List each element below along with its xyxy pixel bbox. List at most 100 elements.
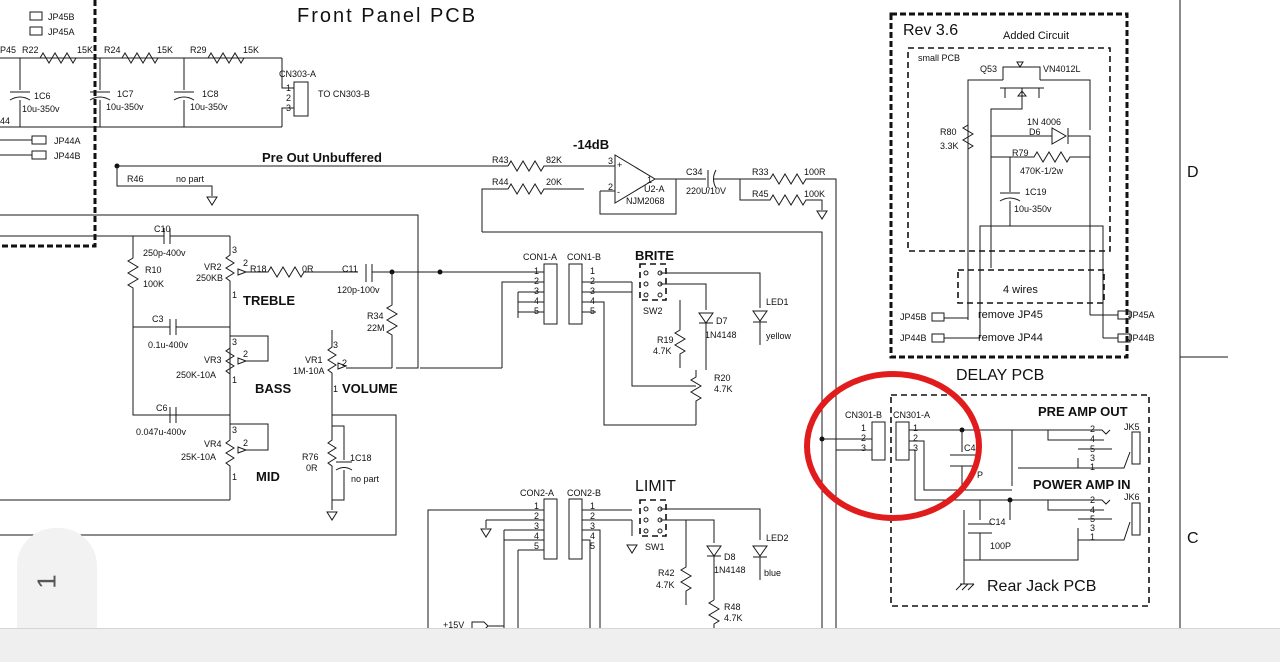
p45-label: P45 bbox=[0, 45, 16, 55]
svg-text:3: 3 bbox=[1090, 523, 1095, 533]
r20-label: R20 bbox=[714, 373, 731, 383]
c11-value: 120p-100v bbox=[337, 285, 380, 295]
u2a-value: NJM2068 bbox=[626, 196, 665, 206]
d8-label: D8 bbox=[724, 552, 736, 562]
svg-text:3: 3 bbox=[534, 286, 539, 296]
r33-label: R33 bbox=[752, 167, 769, 177]
svg-text:+: + bbox=[617, 160, 622, 170]
vr2-label: VR2 bbox=[204, 262, 222, 272]
svg-text:2: 2 bbox=[243, 349, 248, 359]
svg-text:4: 4 bbox=[534, 296, 539, 306]
svg-text:2: 2 bbox=[590, 276, 595, 286]
c4-label: C4 bbox=[964, 443, 976, 453]
r29-value: 15K bbox=[243, 45, 259, 55]
c10-label: C10 bbox=[154, 224, 171, 234]
svg-text:2: 2 bbox=[608, 182, 613, 192]
r46-value: no part bbox=[176, 174, 205, 184]
jp45b-label: JP45B bbox=[48, 12, 75, 22]
r76-value: 0R bbox=[306, 463, 318, 473]
c14-label: C14 bbox=[989, 517, 1006, 527]
r44-label: R44 bbox=[492, 177, 509, 187]
svg-text:5: 5 bbox=[534, 306, 539, 316]
svg-text:1: 1 bbox=[1090, 462, 1095, 472]
r19-value: 4.7K bbox=[653, 346, 672, 356]
con2b-label: CON2-B bbox=[567, 488, 601, 498]
d8-value: 1N4148 bbox=[714, 565, 746, 575]
c34-value: 220U/10V bbox=[686, 186, 726, 196]
r79-value: 470K-1/2w bbox=[1020, 166, 1064, 176]
r24-label: R24 bbox=[104, 45, 121, 55]
r22-value: 15K bbox=[77, 45, 93, 55]
svg-text:1: 1 bbox=[1090, 532, 1095, 542]
r19-label: R19 bbox=[657, 335, 674, 345]
jp44a-label: JP44A bbox=[54, 136, 81, 146]
pre-out-label: Pre Out Unbuffered bbox=[262, 150, 382, 165]
r46-label: R46 bbox=[127, 174, 144, 184]
svg-text:1: 1 bbox=[590, 266, 595, 276]
brite-label: BRITE bbox=[635, 248, 674, 263]
svg-text:3: 3 bbox=[590, 286, 595, 296]
tone-stack: C10 250p-400v R10 100K 3 1 VR2 250KB 2 R… bbox=[0, 214, 486, 536]
led1-value: yellow bbox=[766, 331, 792, 341]
svg-text:1: 1 bbox=[232, 472, 237, 482]
svg-text:2: 2 bbox=[342, 358, 347, 368]
con1a-label: CON1-A bbox=[523, 252, 557, 262]
r29-label: R29 bbox=[190, 45, 207, 55]
p15v-label: +15V bbox=[443, 620, 464, 630]
rev-label: Rev 3.6 bbox=[903, 22, 958, 39]
brite-section: CON1-A CON1-B 12 34 5 12 34 5 BRITE SW2 … bbox=[420, 248, 792, 426]
page-tab[interactable] bbox=[17, 528, 97, 628]
svg-text:3: 3 bbox=[913, 443, 918, 453]
small-pcb-label: small PCB bbox=[918, 53, 960, 63]
svg-text:2: 2 bbox=[286, 93, 291, 103]
svg-text:4: 4 bbox=[590, 296, 595, 306]
zone-d-label: D bbox=[1187, 164, 1199, 181]
r43-label: R43 bbox=[492, 155, 509, 165]
svg-text:3: 3 bbox=[534, 521, 539, 531]
volume-label: VOLUME bbox=[342, 381, 398, 396]
led2-label: LED2 bbox=[766, 533, 789, 543]
svg-text:4: 4 bbox=[590, 531, 595, 541]
rev36-block: Rev 3.6 Added Circuit small PCB Q53 VN40… bbox=[889, 12, 1155, 359]
jk5-label: JK5 bbox=[1124, 422, 1140, 432]
mid-label: MID bbox=[256, 469, 280, 484]
svg-text:1: 1 bbox=[232, 375, 237, 385]
r20-value: 4.7K bbox=[714, 384, 733, 394]
remove-jp44-label: remove JP44 bbox=[978, 332, 1043, 344]
svg-text:3: 3 bbox=[232, 337, 237, 347]
limit-label: LIMIT bbox=[635, 478, 676, 495]
r79-label: R79 bbox=[1012, 148, 1029, 158]
svg-text:3: 3 bbox=[232, 425, 237, 435]
q53-label: Q53 bbox=[980, 64, 997, 74]
r48-label: R48 bbox=[724, 602, 741, 612]
svg-text:1: 1 bbox=[333, 384, 338, 394]
r42-label: R42 bbox=[658, 568, 675, 578]
svg-text:2: 2 bbox=[534, 511, 539, 521]
sw1-label: SW1 bbox=[645, 542, 665, 552]
svg-text:1: 1 bbox=[232, 290, 237, 300]
jp45a-rev-label: JP45A bbox=[1128, 310, 1155, 320]
page-number: 1 bbox=[31, 574, 62, 589]
r22-label: R22 bbox=[22, 45, 39, 55]
r42-value: 4.7K bbox=[656, 580, 675, 590]
c6b-label: C6 bbox=[156, 403, 168, 413]
r44-value: 20K bbox=[546, 177, 562, 187]
r45-value: 100K bbox=[804, 189, 825, 199]
c3-label: C3 bbox=[152, 314, 164, 324]
cn303a-label: CN303-A bbox=[279, 69, 316, 79]
p44-label: 44 bbox=[0, 116, 10, 126]
svg-text:4: 4 bbox=[534, 531, 539, 541]
pre-amp-out-label: PRE AMP OUT bbox=[1038, 404, 1128, 419]
c14-value: 100P bbox=[990, 541, 1011, 551]
r34-value: 22M bbox=[367, 323, 385, 333]
r18-value: 0R bbox=[302, 264, 314, 274]
c4-value: P bbox=[977, 470, 983, 480]
svg-text:2: 2 bbox=[243, 438, 248, 448]
svg-text:2: 2 bbox=[243, 258, 248, 268]
svg-text:1: 1 bbox=[590, 501, 595, 511]
rear-jack-block: DELAY PCB CN301-B CN301-A 123 123 C4 P P… bbox=[819, 367, 1150, 607]
svg-text:3: 3 bbox=[608, 156, 613, 166]
vr4-label: VR4 bbox=[204, 439, 222, 449]
c6b-value: 0.047u-400v bbox=[136, 427, 187, 437]
four-wires-label: 4 wires bbox=[1003, 284, 1038, 296]
